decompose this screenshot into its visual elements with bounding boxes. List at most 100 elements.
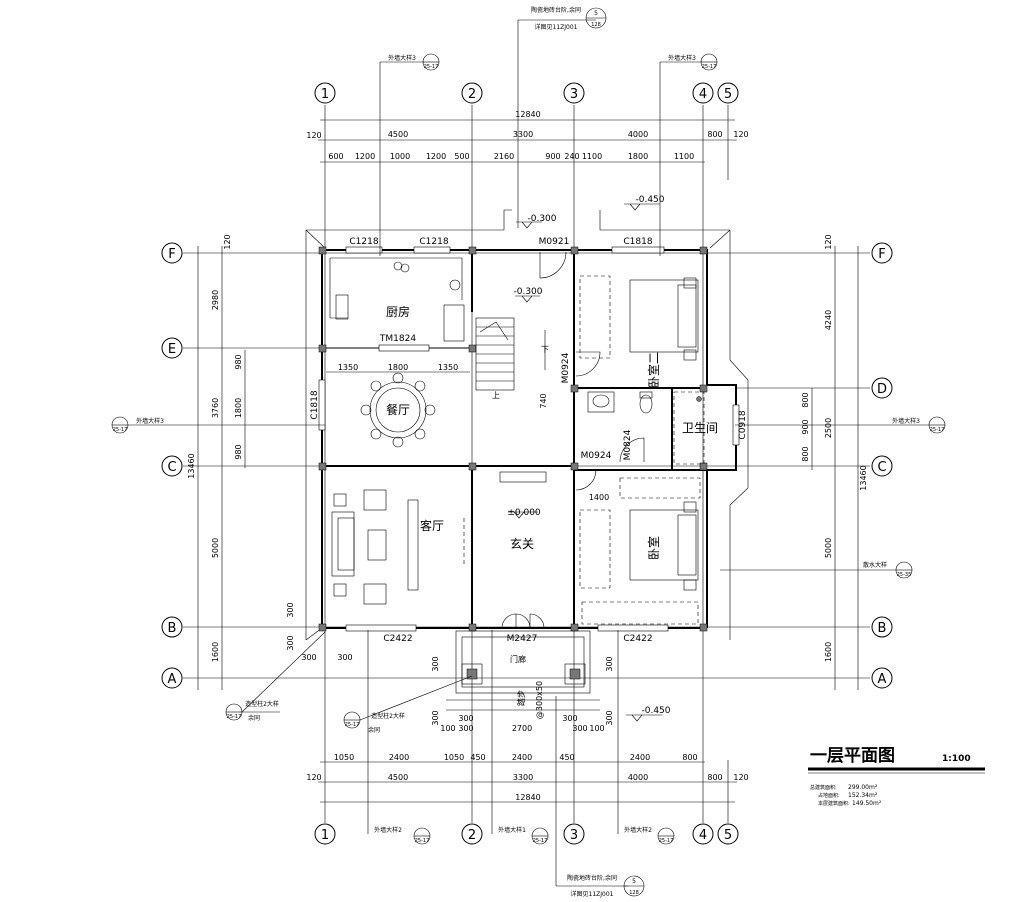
dim-d1000: 1000 [390,152,410,161]
callout-wall2-a: 外墙大样2 [374,826,402,834]
dim-k1350b: 1350 [438,363,458,372]
dim-d1100a: 1100 [582,152,602,161]
level-back-step: -0.300 [527,214,556,224]
dim-d1800: 1800 [628,152,648,161]
dim-4500-bottom: 4500 [388,773,408,782]
callout-ref-num-bottom: 5 [632,878,636,885]
label-m0824: M0824 [623,429,633,460]
dim-l980a: 980 [234,354,243,369]
dim-p300f: 300 [431,710,440,725]
dim-b1050b: 1050 [444,753,464,762]
dim-b1050a: 1050 [334,753,354,762]
dim-r5000: 5000 [824,538,833,558]
callout-sheet-b3: 25-17 [659,838,674,844]
dim-800-top: 800 [707,130,722,139]
axis-bubbles-bottom: 1 2 3 4 5 [314,823,739,845]
dim-l5000: 5000 [211,538,220,558]
dim-p300c: 300 [562,714,577,723]
callout-wall1: 外墙大样1 [498,826,526,834]
dim-4000-top: 4000 [628,130,648,139]
dim-4000-bottom: 4000 [628,773,648,782]
dim-d240: 240 [564,152,579,161]
dim-120-left-bottom: 120 [306,773,321,782]
dim-d2160: 2160 [494,152,514,161]
bottom-dimensions: 1050 2400 1050 450 2400 450 2400 800 120… [306,753,749,803]
dim-step-label: 踏步 [516,690,526,706]
label-m0921: M0921 [539,237,570,247]
callout-sheet-sill: 25-35 [897,572,912,578]
windows [318,246,740,632]
dim-l13460: 13460 [187,453,196,478]
dim-k1350a: 1350 [338,363,358,372]
dim-r900: 900 [801,419,810,434]
area-footprint-label: 占地面积: [818,792,840,799]
dim-b2400a: 2400 [389,753,409,762]
dim-r800b: 800 [801,446,810,461]
area-total-value: 299.00m² [848,784,878,791]
callout-ref-num-top: 5 [594,10,598,17]
dim-r2500: 2500 [824,418,833,438]
axis-label-x5-bottom: 5 [724,828,732,843]
dim-p300h: 300 [605,710,614,725]
dim-l1800: 1800 [234,398,243,418]
dim-d500: 500 [454,152,469,161]
dim-3300-top: 3300 [513,130,533,139]
dim-r13460: 13460 [859,465,868,490]
dim-120-right-bottom: 120 [733,773,748,782]
axis-grid-lines [183,105,870,823]
dim-b450b: 450 [559,753,574,762]
callout-sheet-b1: 25-17 [415,838,430,844]
callout-sheet-b2: 25-17 [533,838,548,844]
callout-sheet-col-a: 25-17 [227,714,242,720]
stair-up: 上 [492,391,500,400]
axis-label-x1-bottom: 1 [321,828,329,843]
dim-800-bottom: 800 [707,773,722,782]
label-c1818: C1818 [623,237,652,247]
stair-down: 下 [541,345,549,354]
axis-label-x4-bottom: 4 [699,828,707,843]
label-m0924-a: M0924 [561,352,571,383]
room-label-bedroom2: 卧室二 [646,352,661,388]
dim-p300e: 300 [431,656,440,671]
porch [446,630,600,711]
dim-r120: 120 [824,234,833,249]
dim-d600: 600 [328,152,343,161]
drawing-title: 一层平面图 [810,746,895,766]
callout-column-a: 造型柱2大样 [245,700,279,708]
axis-label-C-right: C [877,460,886,475]
top-dimensions: 12840 120 4500 3300 4000 800 120 600 120… [306,110,749,163]
axis-label-D: D [877,382,887,397]
dim-3300-bottom: 3300 [513,773,533,782]
room-label-bedroom1: 卧室 [646,536,661,560]
dim-l2980: 2980 [211,290,220,310]
dim-d900: 900 [545,152,560,161]
dim-total-top: 12840 [515,110,540,119]
room-label-kitchen: 厨房 [386,304,410,319]
callout-sheet-left: 25-17 [113,427,128,433]
callout-sheet-col-b: 25-17 [345,722,360,728]
area-total-label: 总建筑面积: [810,784,837,791]
dim-b2400c: 2400 [630,753,650,762]
dim-120-left-top: 120 [306,131,321,140]
area-floor-label: 本层建筑面积: [818,800,850,807]
dim-4500-top: 4500 [388,130,408,139]
eaves-outline [305,209,749,641]
label-c1818-left: C1818 [310,390,320,419]
axis-label-x3-bottom: 3 [570,828,578,843]
dim-l300c: 300 [301,653,316,662]
callouts: 陶瓷地砖台阶,余同 详图见11ZJ001 5 128 外墙大样3 25-17 外… [111,6,946,898]
level-foyer: ±0.000 [507,508,541,518]
axis-label-x5: 5 [724,87,732,102]
callout-wall3-right: 外墙大样3 [892,417,920,425]
label-c1218-a: C1218 [349,237,378,247]
axis-label-C: C [167,460,176,475]
dim-r1600: 1600 [824,642,833,662]
axis-bubbles-top: 1 2 3 4 5 [314,82,739,104]
axis-bubbles-left: F E C B A [161,242,183,689]
axis-bubbles-right: F D C B A [871,242,893,689]
dim-l980b: 980 [234,444,243,459]
axis-label-x1: 1 [321,87,329,102]
room-label-dining: 餐厅 [386,402,410,417]
axis-label-B-right: B [878,621,887,636]
dim-l300b: 300 [286,635,295,650]
